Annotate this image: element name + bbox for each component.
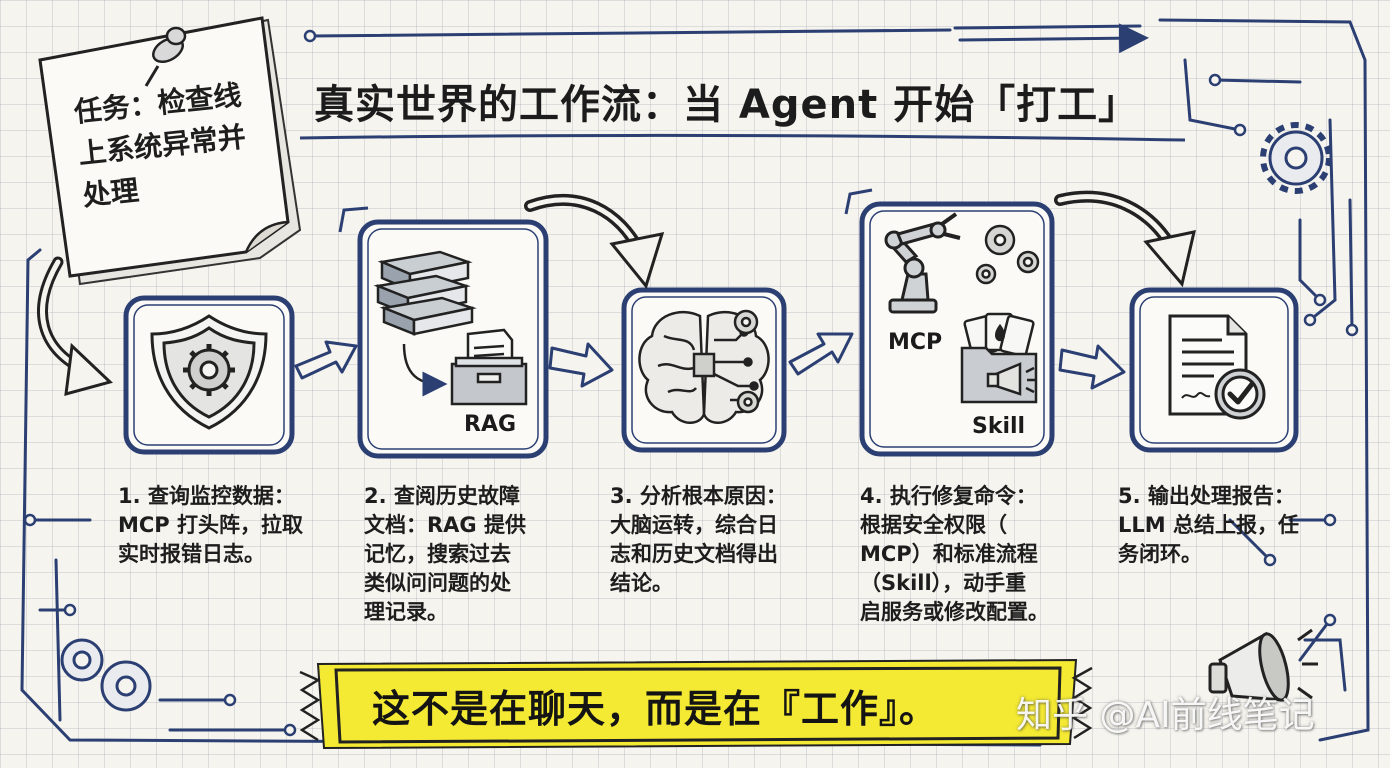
corner-gear-top-right (1260, 122, 1332, 194)
step-line: MCP 打头阵，拉取 (118, 513, 304, 537)
megaphone-icon (1208, 628, 1318, 702)
robot-arm-icon (884, 212, 961, 314)
books-to-box-arrow (402, 343, 448, 397)
step-5-description: 5. 输出处理报告： LLM 总结上报，任 务闭环。 (1118, 482, 1358, 569)
step-line: 文档：RAG 提供 (364, 513, 526, 537)
shield-gear-icon (150, 314, 268, 430)
megaphone-small-icon (986, 362, 1036, 396)
step-line: MCP）和标准流程 (860, 542, 1038, 566)
flow-arrows (294, 332, 1126, 390)
step-line: （Skill），动手重 (860, 571, 1027, 595)
step-line: 务闭环。 (1118, 542, 1202, 566)
cards-folder-icon (960, 312, 1038, 404)
task-sticky-note (38, 16, 302, 286)
step-line: 5. 输出处理报告： (1118, 484, 1295, 508)
step-line: 启服务或修改配置。 (860, 600, 1049, 624)
step-line: 根据安全权限（ (860, 513, 1007, 537)
step-line: 理记录。 (364, 600, 448, 624)
highlight-banner (299, 658, 1093, 750)
start-curved-arrow (37, 256, 113, 397)
page-title: 真实世界的工作流：当 Agent 开始「打工」 (314, 82, 1140, 128)
report-check-icon (1168, 314, 1266, 420)
brain-gears-icon (733, 309, 760, 414)
step-line: 1. 查询监控数据： (118, 484, 295, 508)
step-3-description: 3. 分析根本原因： 大脑运转，综合日 志和历史文档得出 结论。 (610, 482, 830, 598)
file-box-icon (450, 328, 528, 406)
step-line: 实时报错日志。 (118, 542, 265, 566)
step-line: LLM 总结上报，任 (1118, 513, 1299, 537)
step-line: 类似问问题的处 (364, 571, 511, 595)
banner-text: 这不是在聊天，而是在『工作』。 (372, 687, 939, 731)
corner-bracket-left (338, 188, 873, 233)
curved-arrow-4-5 (1054, 190, 1196, 288)
step-2-description: 2. 查阅历史故障 文档：RAG 提供 记忆，搜索过去 类似问问题的处 理记录。 (364, 482, 584, 627)
step-line: 大脑运转，综合日 (610, 513, 778, 537)
circuit-nodes (23, 29, 1359, 737)
title-underline (299, 133, 1186, 142)
rag-label: RAG (464, 412, 517, 437)
books-icon (373, 250, 477, 336)
step-4-description: 4. 执行修复命令： 根据安全权限（ MCP）和标准流程 （Skill），动手重… (860, 482, 1100, 627)
curved-arrow-2-3 (524, 193, 665, 290)
pushpin-icon (144, 26, 187, 87)
gears-icon (975, 224, 1040, 285)
step-line: 4. 执行修复命令： (860, 484, 1037, 508)
watermark: 知乎 @AI前线笔记 (1016, 695, 1315, 736)
skill-label: Skill (972, 414, 1026, 439)
step-1-description: 1. 查询监控数据： MCP 打头阵，拉取 实时报错日志。 (118, 482, 338, 569)
task-note-text: 任务：检查线 上系统异常并 处理 (72, 71, 284, 217)
step-line: 2. 查阅历史故障 (364, 484, 520, 508)
mcp-label: MCP (888, 330, 943, 355)
step-line: 记忆，搜索过去 (364, 542, 511, 566)
corner-gears-bottom-left (60, 638, 152, 712)
step-line: 志和历史文档得出 (610, 542, 778, 566)
step-line: 结论。 (610, 571, 673, 595)
step-line: 3. 分析根本原因： (610, 484, 787, 508)
